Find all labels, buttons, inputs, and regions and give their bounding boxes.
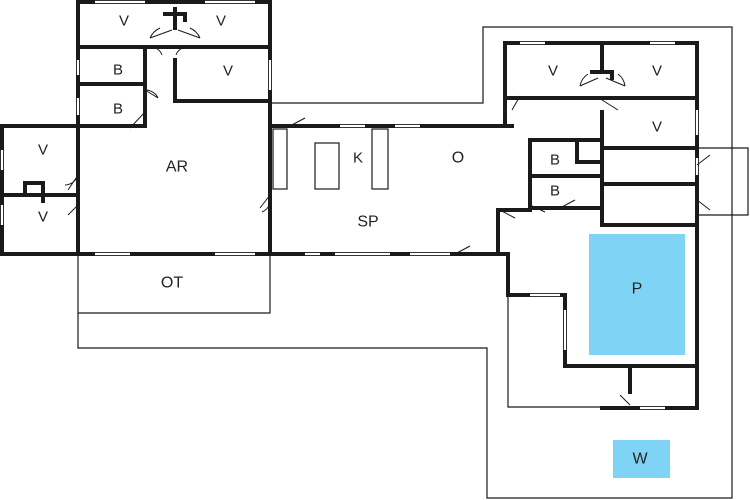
label-bedroom-3: V (223, 63, 233, 80)
label-bedroom-7: V (652, 63, 662, 80)
whirlpool (613, 440, 670, 478)
label-sp: SP (357, 214, 378, 231)
label-bedroom-8: V (652, 119, 662, 136)
label-ar: AR (166, 159, 188, 176)
label-bedroom-2: V (216, 13, 226, 30)
label-ot: OT (161, 275, 183, 292)
door-swings (64, 27, 711, 406)
label-bath-3: B (550, 152, 560, 169)
label-bedroom-6: V (548, 63, 558, 80)
label-bedroom-5: V (38, 209, 48, 226)
label-bath-2: B (113, 101, 123, 118)
label-o: O (452, 150, 464, 167)
windows (0, 0, 699, 410)
terrace-outline (77, 2, 749, 499)
label-kitchen: K (353, 150, 363, 167)
label-bedroom-4: V (38, 142, 48, 159)
kitchen-counters (272, 128, 389, 190)
label-bath-1: B (113, 62, 123, 79)
label-bath-4: B (550, 183, 560, 200)
label-whirlpool: W (632, 451, 648, 468)
pool (589, 234, 685, 355)
label-pool: P (632, 281, 643, 298)
label-bedroom-1: V (119, 13, 129, 30)
room-labels: V V V B B V V AR K O SP OT V V V B B P W (38, 13, 662, 468)
